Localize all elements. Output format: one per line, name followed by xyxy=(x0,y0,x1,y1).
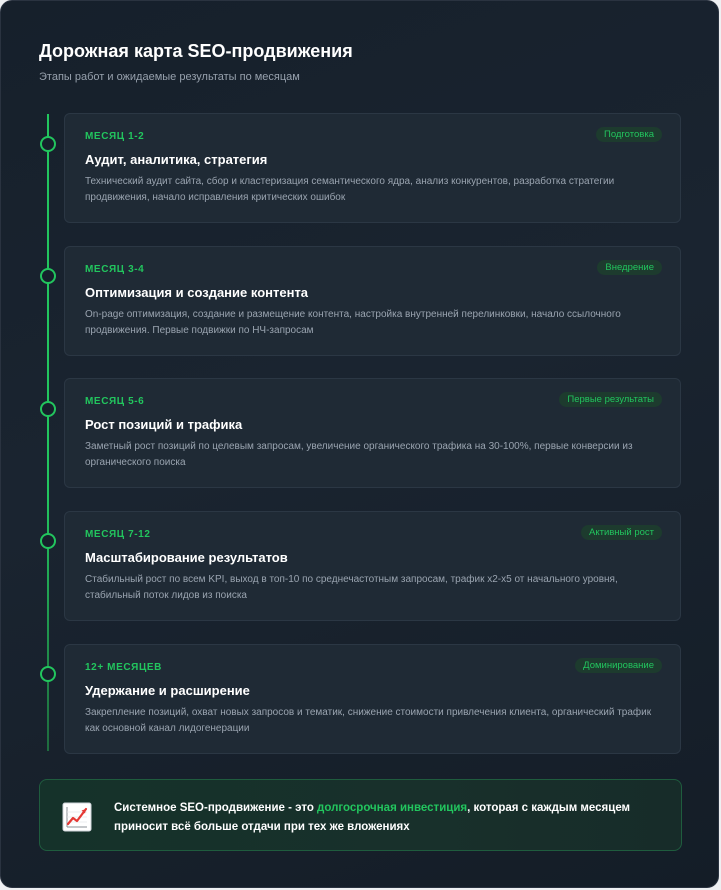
stage-card-4: МЕСЯЦ 7-12 Активный рост Масштабирование… xyxy=(64,511,681,621)
page-title: Дорожная карта SEO-продвижения xyxy=(39,41,353,61)
stage-period: МЕСЯЦ 3-4 xyxy=(85,264,145,275)
stage-description: Технический аудит сайта, сбор и кластери… xyxy=(85,176,615,203)
summary-text-end: , которая с каждым месяцем приносит всё … xyxy=(114,802,631,833)
summary-callout: Системное SEO-продвижение - это долгосро… xyxy=(39,779,682,851)
stage-badge: Подготовка xyxy=(595,127,662,142)
timeline-line xyxy=(47,114,49,751)
stage-card-1: МЕСЯЦ 1-2 Подготовка Аудит, аналитика, с… xyxy=(64,113,681,223)
stage-period: МЕСЯЦ 1-2 xyxy=(85,131,145,142)
summary-highlight: долгосрочная инвестиция xyxy=(317,802,468,814)
stage-card-5: 12+ МЕСЯЦЕВ Доминирование Удержание и ра… xyxy=(64,644,681,754)
stage-title: Удержание и расширение xyxy=(85,683,250,698)
stage-badge: Активный рост xyxy=(581,525,662,540)
stage-card-2: МЕСЯЦ 3-4 Внедрение Оптимизация и создан… xyxy=(64,246,681,356)
chart-increasing-icon xyxy=(62,802,92,832)
stage-title: Аудит, аналитика, стратегия xyxy=(85,152,268,167)
stage-title: Масштабирование результатов xyxy=(85,550,288,565)
stage-description: Стабильный рост по всем KPI, выход в топ… xyxy=(85,574,618,601)
stage-description: Закрепление позиций, охват новых запросо… xyxy=(85,707,652,734)
stage-badge: Первые результаты xyxy=(559,392,662,407)
timeline-dot xyxy=(40,136,56,152)
stage-period: МЕСЯЦ 7-12 xyxy=(85,529,151,540)
timeline-dot xyxy=(40,666,56,682)
stage-period: 12+ МЕСЯЦЕВ xyxy=(85,662,162,673)
page-subtitle: Этапы работ и ожидаемые результаты по ме… xyxy=(39,71,300,83)
stage-period: МЕСЯЦ 5-6 xyxy=(85,396,145,407)
stage-card-3: МЕСЯЦ 5-6 Первые результаты Рост позиций… xyxy=(64,378,681,488)
timeline-dot xyxy=(40,268,56,284)
stage-badge: Доминирование xyxy=(575,658,662,673)
summary-text: Системное SEO-продвижение - это долгосро… xyxy=(114,799,654,837)
stage-title: Рост позиций и трафика xyxy=(85,417,243,432)
stage-description: Заметный рост позиций по целевым запроса… xyxy=(85,441,633,468)
timeline-dot xyxy=(40,401,56,417)
stage-title: Оптимизация и создание контента xyxy=(85,285,309,300)
stage-badge: Внедрение xyxy=(597,260,662,275)
stage-description: On-page оптимизация, создание и размещен… xyxy=(85,309,621,336)
summary-text-start: Системное SEO-продвижение - это xyxy=(114,802,318,814)
timeline-dot xyxy=(40,533,56,549)
